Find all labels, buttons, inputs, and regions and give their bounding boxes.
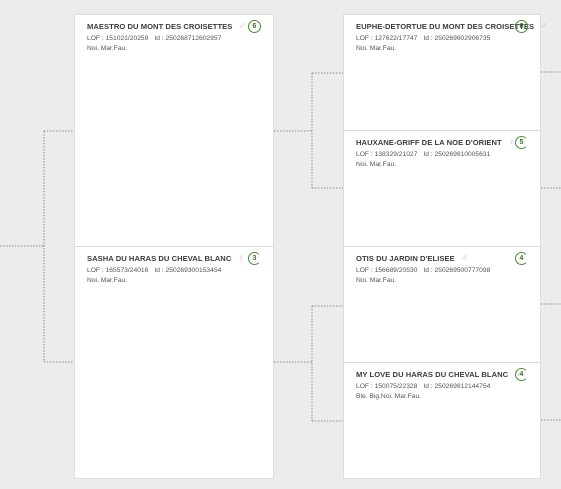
lof-number: LOF : 127622/17747 <box>356 35 418 42</box>
cotation-badge: 3 <box>248 252 261 265</box>
chip-id: Id : 250268712602957 <box>154 35 222 42</box>
male-icon: ♂ <box>238 20 246 32</box>
male-icon: ♂ <box>540 20 548 32</box>
coat-color: Noi. Mar.Fau. <box>356 161 397 168</box>
dog-name[interactable]: MY LOVE DU HARAS DU CHEVAL BLANC ♀ <box>356 368 522 380</box>
dog-card-dam-sire[interactable]: OTIS DU JARDIN D'ELISEE ♂ LOF : 156689/2… <box>343 246 541 363</box>
female-icon: ♀ <box>507 136 516 148</box>
coat-color: Noi. Mar.Fau. <box>356 45 397 52</box>
dog-registration: LOF : 138329/21027 Id : 250269810005631 <box>356 151 540 158</box>
lof-number: LOF : 138329/21027 <box>356 151 418 158</box>
dog-name[interactable]: EUPHE-DETORTUE DU MONT DES CROISETTES ♂ <box>356 20 548 32</box>
chip-id: Id : 250269300153454 <box>154 267 222 274</box>
cotation-badge: 6 <box>515 20 528 33</box>
cotation-badge: 4 <box>515 368 528 381</box>
dog-registration: LOF : 165573/24016 Id : 250269300153454 <box>87 267 273 274</box>
dog-card-dam[interactable]: SASHA DU HARAS DU CHEVAL BLANC ♀ LOF : 1… <box>74 246 274 479</box>
chip-id: Id : 250269602906735 <box>423 35 491 42</box>
dog-card-sire[interactable]: MAESTRO DU MONT DES CROISETTES ♂ LOF : 1… <box>74 14 274 247</box>
lof-number: LOF : 151021/20259 <box>87 35 149 42</box>
dog-registration: LOF : 127622/17747 Id : 250269602906735 <box>356 35 540 42</box>
dog-registration: LOF : 156689/20530 Id : 250269500777098 <box>356 267 540 274</box>
coat-color: Noi. Mar.Fau. <box>87 277 128 284</box>
dog-name[interactable]: SASHA DU HARAS DU CHEVAL BLANC ♀ <box>87 252 245 264</box>
coat-color: Noi. Mar.Fau. <box>356 277 397 284</box>
cotation-badge: 6 <box>248 20 261 33</box>
coat-color: Ble. Big.Noi. Mar.Fau. <box>356 393 422 400</box>
dog-registration: LOF : 150075/22328 Id : 250269812144754 <box>356 383 540 390</box>
dog-card-dam-dam[interactable]: MY LOVE DU HARAS DU CHEVAL BLANC ♀ LOF :… <box>343 362 541 479</box>
male-icon: ♂ <box>460 252 469 264</box>
lof-number: LOF : 156689/20530 <box>356 267 418 274</box>
dog-name[interactable]: HAUXANE-GRIFF DE LA NOE D'ORIENT ♀ <box>356 136 516 148</box>
dog-card-sire-dam[interactable]: HAUXANE-GRIFF DE LA NOE D'ORIENT ♀ LOF :… <box>343 130 541 247</box>
dog-card-sire-sire[interactable]: EUPHE-DETORTUE DU MONT DES CROISETTES ♂ … <box>343 14 548 131</box>
chip-id: Id : 250269812144754 <box>423 383 491 390</box>
lof-number: LOF : 150075/22328 <box>356 383 418 390</box>
chip-id: Id : 250269810005631 <box>423 151 491 158</box>
lof-number: LOF : 165573/24016 <box>87 267 149 274</box>
chip-id: Id : 250269500777098 <box>423 267 491 274</box>
cotation-badge: 4 <box>515 252 528 265</box>
cotation-badge: 5 <box>515 136 528 149</box>
dog-registration: LOF : 151021/20259 Id : 250268712602957 <box>87 35 273 42</box>
dog-name[interactable]: MAESTRO DU MONT DES CROISETTES ♂ <box>87 20 246 32</box>
female-icon: ♀ <box>237 252 245 264</box>
dog-name[interactable]: OTIS DU JARDIN D'ELISEE ♂ <box>356 252 469 264</box>
coat-color: Noi. Mar.Fau. <box>87 45 128 52</box>
